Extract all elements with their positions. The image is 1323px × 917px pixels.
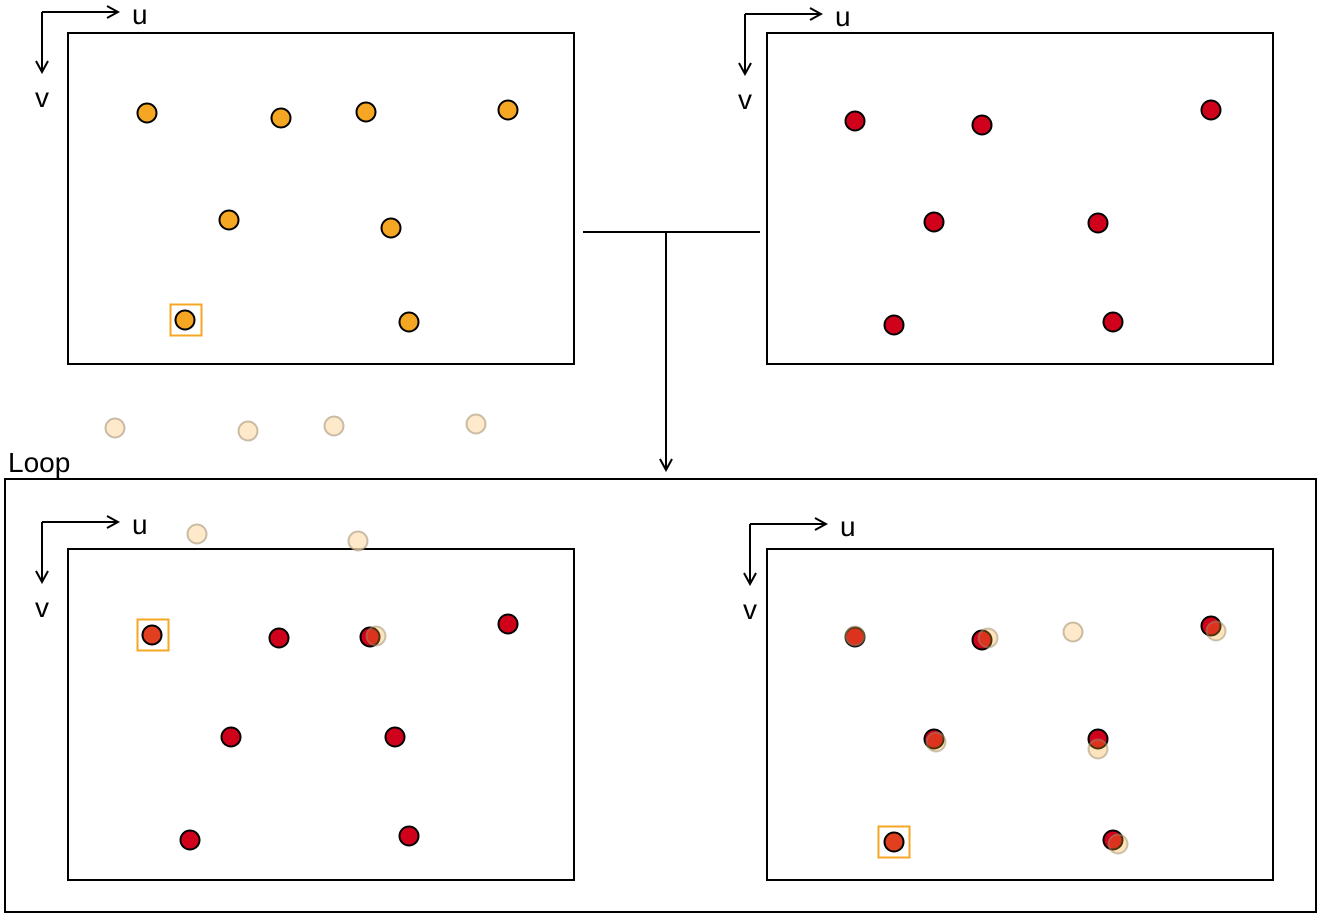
tgt-point xyxy=(398,825,420,847)
projected-point xyxy=(925,731,947,753)
ghost-point xyxy=(347,530,369,552)
loop-axes-left: uv xyxy=(35,509,148,623)
mat-point xyxy=(883,831,905,853)
merge-connector xyxy=(583,231,760,470)
u-axis-label: u xyxy=(132,509,148,540)
target-frame xyxy=(766,32,1274,365)
mat-point xyxy=(141,624,163,646)
source-frame xyxy=(67,32,575,365)
tgt-point xyxy=(384,726,406,748)
projected-point xyxy=(977,627,999,649)
tgt-point xyxy=(497,613,519,635)
src-point xyxy=(174,309,196,331)
v-axis-label: v xyxy=(743,594,757,625)
selected-point-box xyxy=(169,303,203,337)
u-axis-label: u xyxy=(840,511,856,542)
selected-point-box xyxy=(877,825,911,859)
u-axis-label: u xyxy=(835,1,851,32)
ghost-point xyxy=(465,413,487,435)
target-axes: uv xyxy=(738,1,851,115)
src-point xyxy=(398,311,420,333)
loop-label: Loop xyxy=(8,447,70,478)
src-point xyxy=(497,99,519,121)
loop-frame-right xyxy=(766,548,1274,881)
tgt-point xyxy=(268,627,290,649)
ghost-point xyxy=(237,420,259,442)
tgt-point xyxy=(971,114,993,136)
ghost-point xyxy=(186,523,208,545)
loop-axes-right: uv xyxy=(743,511,856,625)
loop-box xyxy=(4,478,1317,913)
u-axis-label: u xyxy=(132,0,148,30)
ghost-point xyxy=(104,417,126,439)
ghost-point xyxy=(323,415,345,437)
src-point xyxy=(270,107,292,129)
projected-point xyxy=(1205,620,1227,642)
tgt-point xyxy=(844,110,866,132)
projected-point xyxy=(1087,738,1109,760)
tgt-point xyxy=(923,211,945,233)
v-axis-label: v xyxy=(35,592,49,623)
loop-frame-left xyxy=(67,548,575,881)
tgt-point xyxy=(220,726,242,748)
src-point xyxy=(136,102,158,124)
tgt-point xyxy=(1087,212,1109,234)
source-axes: uv xyxy=(35,0,148,113)
v-axis-label: v xyxy=(738,84,752,115)
selected-point-box xyxy=(136,618,170,652)
src-point xyxy=(355,101,377,123)
tgt-point xyxy=(179,829,201,851)
v-axis-label: v xyxy=(35,82,49,113)
projected-point xyxy=(1107,833,1129,855)
ghost-point xyxy=(1062,621,1084,643)
src-point xyxy=(380,217,402,239)
projected-point xyxy=(844,625,866,647)
projected-point xyxy=(365,625,387,647)
tgt-point xyxy=(883,314,905,336)
tgt-point xyxy=(1200,99,1222,121)
tgt-point xyxy=(1102,311,1124,333)
src-point xyxy=(218,209,240,231)
